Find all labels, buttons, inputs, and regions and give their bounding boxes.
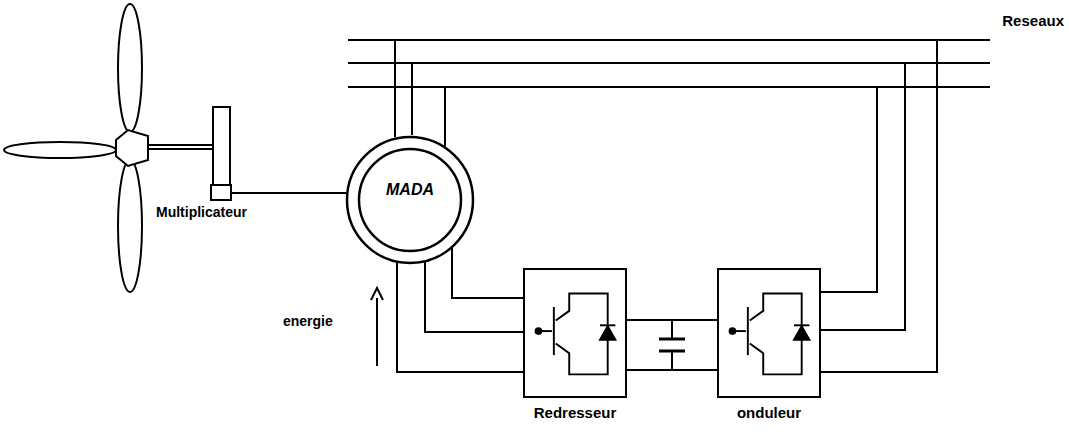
grid-wire — [821, 87, 877, 292]
igbt-symbol — [525, 270, 625, 396]
converter-label: onduleur — [737, 404, 801, 422]
wire-connector — [397, 247, 523, 372]
energy-label: energie — [283, 313, 333, 330]
grid-line — [348, 39, 990, 41]
machine-name: MADA — [386, 180, 434, 199]
stator-wire — [444, 87, 446, 146]
gearbox — [211, 185, 231, 200]
grid-label: Reseaux — [1002, 12, 1064, 30]
grid-line — [348, 62, 990, 64]
turbine-blade — [118, 4, 142, 132]
turbine-blade — [118, 160, 142, 292]
energy-arrow — [376, 298, 378, 366]
wire-connector — [627, 320, 717, 370]
generator-circle: MADA — [345, 135, 475, 265]
machine-outline — [345, 135, 475, 265]
stator-wire — [411, 63, 413, 135]
shaft — [148, 148, 213, 150]
gearbox — [213, 107, 230, 185]
converter-box: Redresseur — [523, 268, 627, 398]
energy-arrowhead — [371, 288, 383, 300]
stator-wire — [394, 40, 396, 137]
igbt-symbol — [719, 270, 819, 396]
grid-wire — [821, 40, 937, 372]
grid-wire — [821, 63, 905, 330]
gearbox-label: Multiplicateur — [156, 204, 247, 221]
shaft — [148, 144, 213, 146]
converter-label: Redresseur — [534, 404, 617, 422]
shaft — [231, 192, 346, 194]
turbine-blade — [4, 142, 116, 158]
converter-box: onduleur — [717, 268, 821, 398]
turbine-hub — [116, 130, 148, 166]
